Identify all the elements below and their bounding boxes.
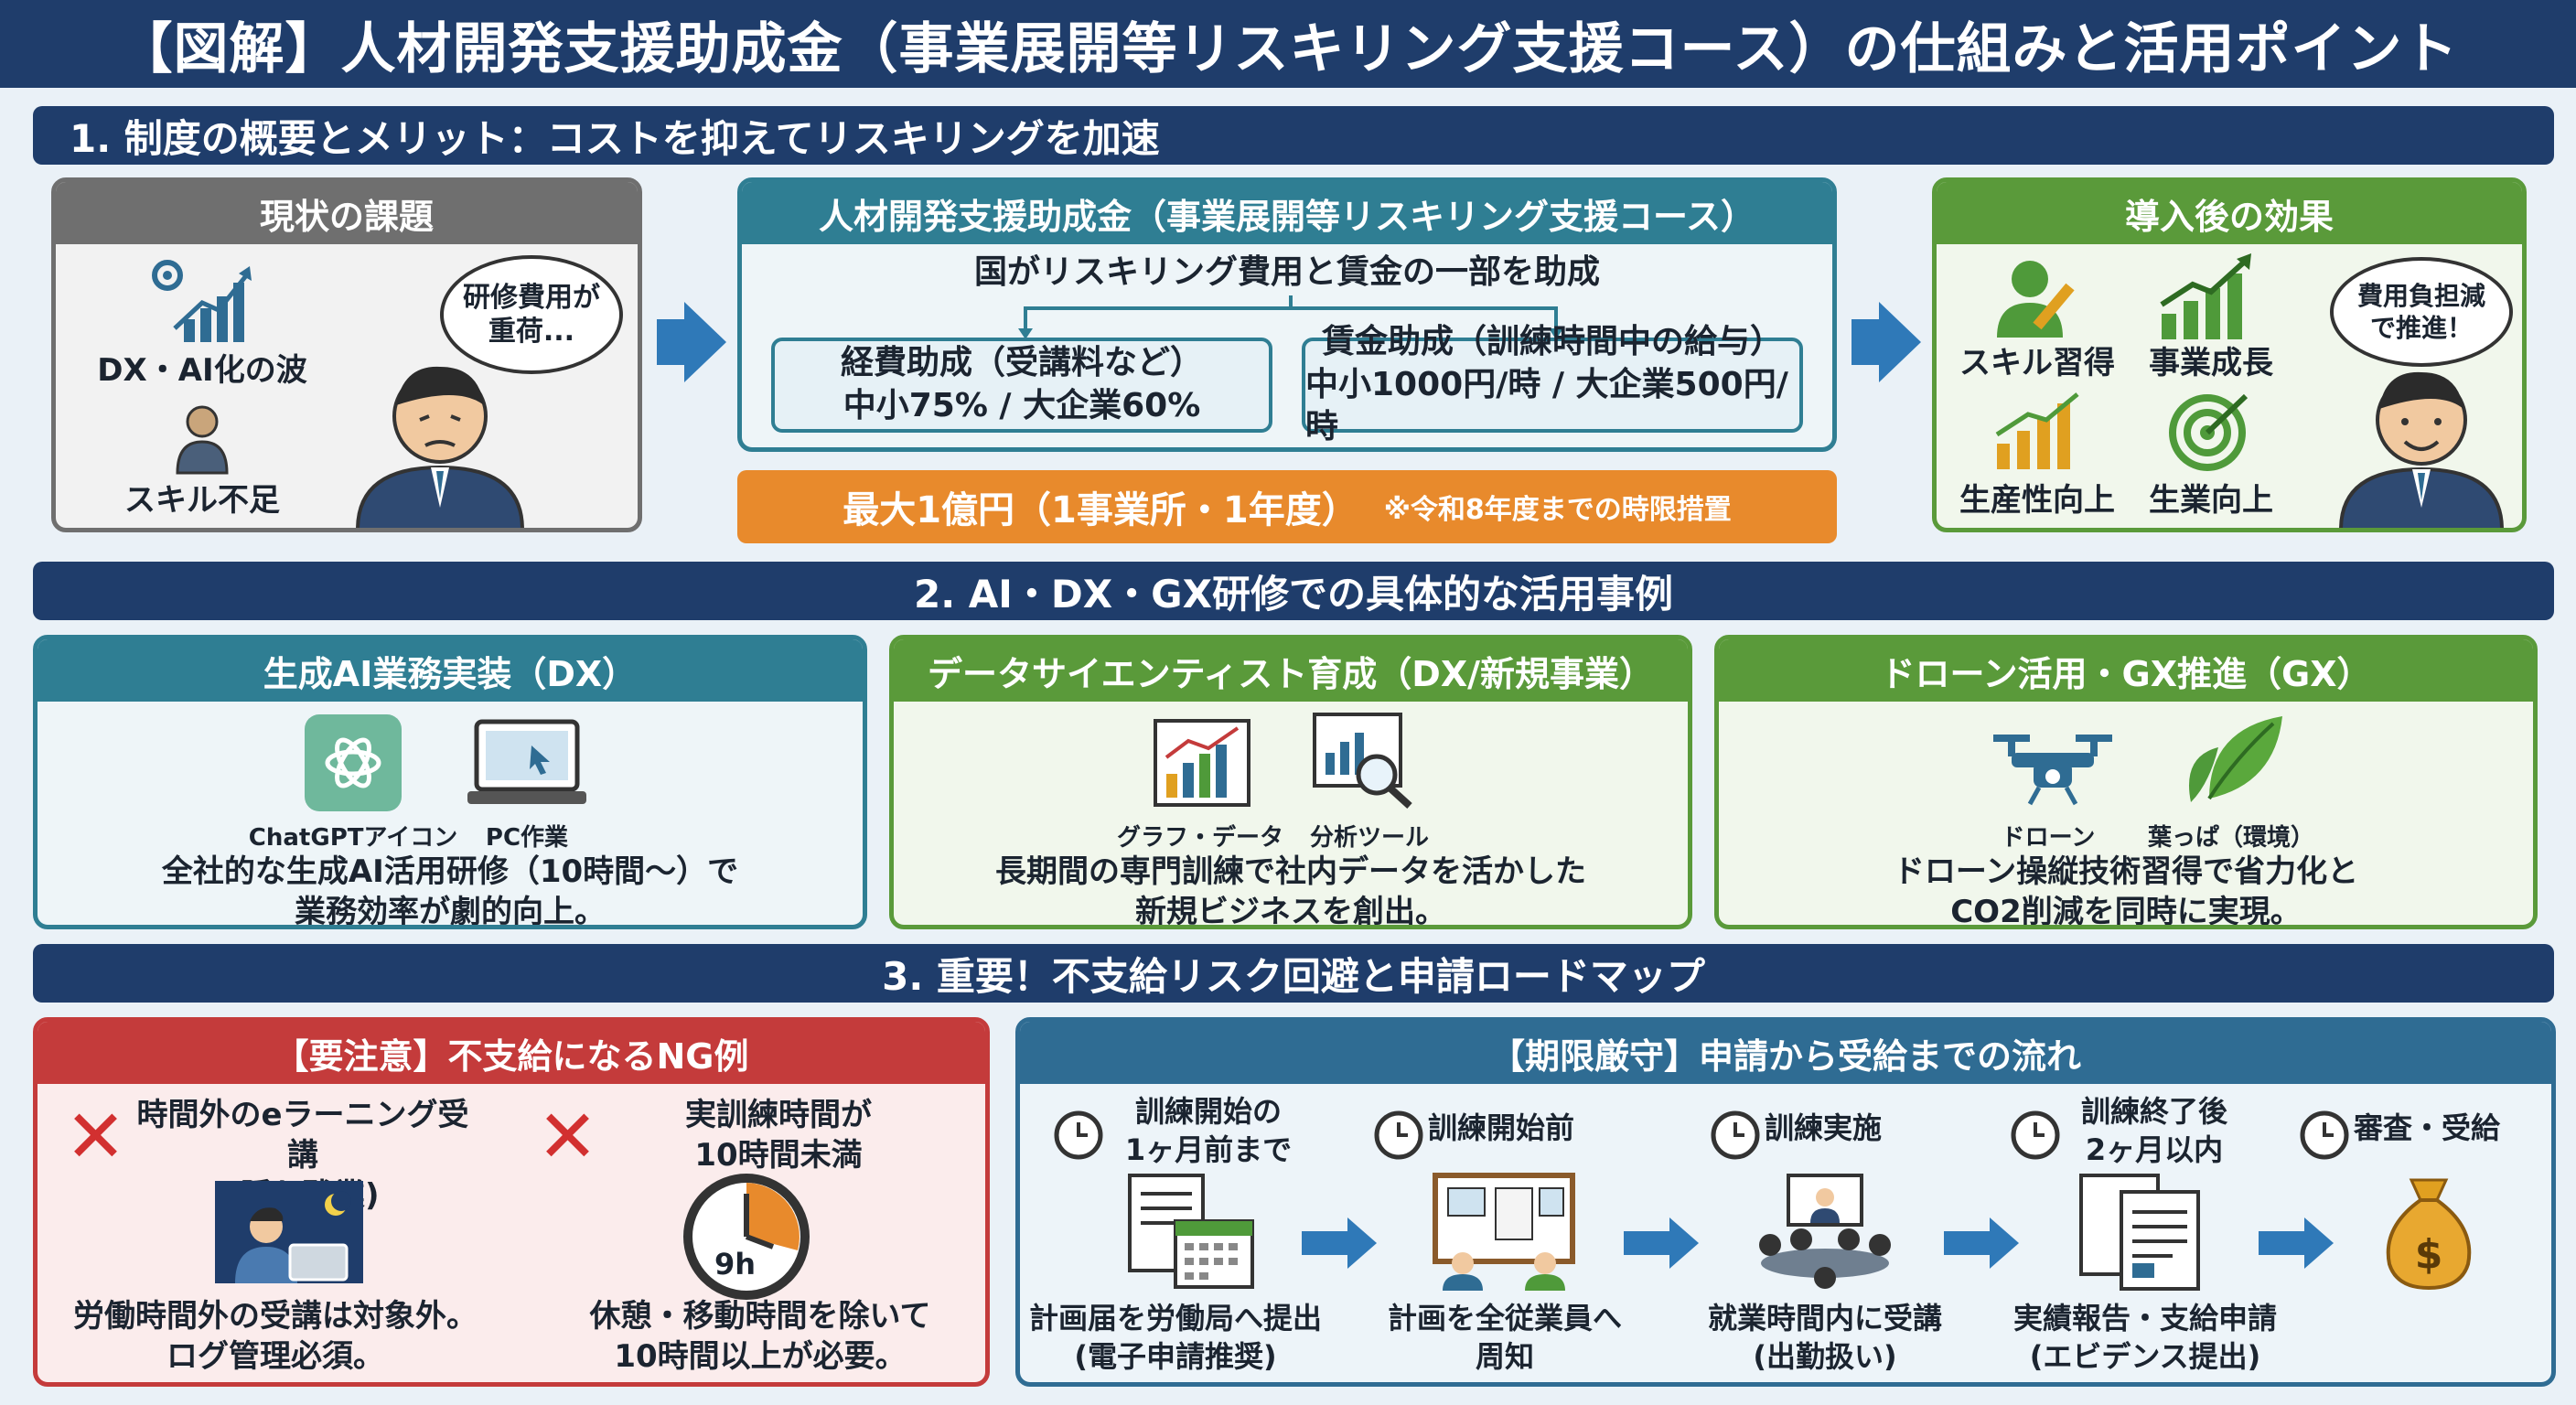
- issue-skill-label: スキル不足: [124, 482, 280, 519]
- growth-chart-icon: [2156, 253, 2257, 341]
- expense-rate: 中小75% / 大企業60%: [843, 387, 1201, 424]
- flow-arrow-2: [1852, 302, 1921, 382]
- case-drone-card: ドローン活用・GX推進（GX） ドローン 葉っぱ（環境） ドローン操縦技術習得で…: [1714, 635, 2538, 929]
- flow-header: 【期限厳守】申請から受給までの流れ: [1020, 1022, 2551, 1084]
- flow-arrow-1: [657, 302, 726, 382]
- case-datasci-desc: 長期間の専門訓練で社内データを活かした 新規ビジネスを創出。: [995, 853, 1586, 929]
- expense-title: 経費助成（受講料など）: [840, 344, 1203, 382]
- leaf-label: 葉っぱ（環境）: [2147, 824, 2314, 852]
- ng1-desc: 労働時間外の受講は対象外。 ログ管理必須。: [73, 1298, 478, 1376]
- subsidy-summary: 国がリスキリング費用と賃金の一部を助成: [973, 253, 1600, 291]
- skill-person-icon: [1991, 253, 2083, 341]
- night-study-icon: [211, 1177, 367, 1287]
- wage-title: 賃金助成（訓練時間中の給与）: [1321, 322, 1783, 360]
- chatgpt-icon: [305, 714, 402, 811]
- step4-report-icon: [2072, 1172, 2209, 1291]
- step4-desc: 実績報告・支給申請 (エビデンス提出): [2012, 1301, 2277, 1374]
- step1-desc: 計画届を労働局へ提出 (電子申請推奨): [1028, 1301, 1322, 1374]
- max-amount-label: 最大1億円（1事業所・1年度）: [843, 489, 1358, 531]
- step2-clock-icon: [1373, 1110, 1424, 1161]
- case-datasci-card: データサイエンティスト育成（DX/新規事業） グラフ・データ 分析ツール 長期間…: [889, 635, 1692, 929]
- relief-bubble: 費用負担減 で推進！: [2330, 257, 2513, 367]
- section1-heading: 1. 制度の概要とメリット：コストを抑えてリスキリングを加速: [33, 106, 2554, 165]
- analysis-tool-label: 分析ツール: [1309, 824, 1429, 852]
- drone-label: ドローン: [2001, 824, 2096, 852]
- pc-icon: [467, 718, 586, 810]
- subsidy-header: 人材開発支援助成金（事業展開等リスキリング支援コース）: [742, 182, 1832, 244]
- step-arrow-4: [2259, 1217, 2334, 1269]
- step3-training-icon: [1743, 1172, 1907, 1291]
- section3-heading: 3. 重要！不支給リスク回避と申請ロードマップ: [33, 944, 2554, 1003]
- drone-icon: [1984, 716, 2121, 808]
- step2-time: 訓練開始前: [1428, 1110, 1575, 1145]
- issue-dx-ai-label: DX・AI化の波: [97, 352, 307, 389]
- wage-rate: 中小1000円/時 / 大企業500円/時: [1305, 365, 1788, 446]
- case-genai-card: 生成AI業務実装（DX） ChatGPTアイコン PC作業 全社的な生成AI活用…: [33, 635, 867, 929]
- wage-subsidy-box: 賃金助成（訓練時間中の給与） 中小1000円/時 / 大企業500円/時: [1302, 323, 1803, 445]
- chatgpt-icon-label: ChatGPTアイコン: [248, 824, 458, 852]
- effect-skill-label: スキル習得: [1959, 345, 2115, 381]
- analysis-tool-icon: [1311, 711, 1417, 811]
- money-bag-icon: $: [2374, 1168, 2484, 1296]
- step1-document-calendar-icon: [1111, 1172, 1258, 1291]
- clock-9h-icon: 9h: [678, 1168, 815, 1305]
- max-amount-banner: 最大1億円（1事業所・1年度） ※令和8年度までの時限措置: [737, 470, 1837, 543]
- application-flow-card: 【期限厳守】申請から受給までの流れ 訓練開始の 1ヶ月前まで 計画届を労働局へ提…: [1015, 1017, 2556, 1387]
- current-issues-card: 現状の課題 DX・AI化の波 スキル不足 研修費用が 重荷...: [51, 177, 642, 532]
- case-drone-header: ドローン活用・GX推進（GX）: [1719, 639, 2533, 702]
- effect-business-label: 生業向上: [2149, 482, 2273, 519]
- case-genai-header: 生成AI業務実装（DX）: [38, 639, 863, 702]
- ng-examples-card: 【要注意】不支給になるNG例 ✕ 時間外のeラーニング受講 (隠れ残業) 労働時…: [33, 1017, 990, 1387]
- step-arrow-2: [1624, 1217, 1699, 1269]
- gear-chart-icon: [147, 255, 257, 347]
- step4-clock-icon: [2010, 1110, 2061, 1161]
- step3-time: 訓練実施: [1765, 1110, 1883, 1145]
- worry-bubble: 研修費用が 重荷...: [440, 255, 623, 374]
- ng1-x-icon: ✕: [65, 1094, 127, 1179]
- effects-header: 導入後の効果: [1937, 182, 2522, 244]
- worried-businessman-icon: [349, 352, 531, 528]
- page-title: 【図解】人材開発支援助成金（事業展開等リスキリング支援コース）の仕組みと活用ポイ…: [0, 0, 2576, 88]
- graph-data-icon: [1152, 713, 1252, 813]
- ng2-title: 実訓練時間が 10時間未満: [685, 1097, 872, 1174]
- case-datasci-header: データサイエンティスト育成（DX/新規事業）: [894, 639, 1688, 702]
- step1-clock-icon: [1053, 1110, 1104, 1161]
- step2-meeting-board-icon: [1426, 1172, 1582, 1291]
- branch-connector: [1018, 295, 1563, 339]
- target-icon: [2165, 389, 2257, 471]
- ng-header: 【要注意】不支給になるNG例: [38, 1022, 985, 1084]
- step2-desc: 計画を全従業員へ 周知: [1387, 1301, 1622, 1374]
- current-issues-header: 現状の課題: [56, 182, 638, 244]
- ng2-desc: 休憩・移動時間を除いて 10時間以上が必要。: [589, 1298, 931, 1376]
- subsidy-card: 人材開発支援助成金（事業展開等リスキリング支援コース） 国がリスキリング費用と賃…: [737, 177, 1837, 452]
- max-amount-note: ※令和8年度までの時限措置: [1383, 494, 1732, 526]
- leaf-icon: [2173, 711, 2292, 811]
- step5-time: 審査・受給: [2354, 1110, 2501, 1145]
- pc-icon-label: PC作業: [485, 824, 569, 852]
- clock-9h-label: 9h: [714, 1247, 757, 1282]
- expense-subsidy-box: 経費助成（受講料など） 中小75% / 大企業60%: [771, 338, 1272, 433]
- case-genai-desc: 全社的な生成AI活用研修（10時間〜）で 業務効率が劇的向上。: [161, 853, 739, 929]
- step4-time: 訓練終了後 2ヶ月以内: [2080, 1094, 2227, 1167]
- step-arrow-3: [1944, 1217, 2019, 1269]
- person-icon: [166, 402, 239, 475]
- effect-growth-label: 事業成長: [2149, 345, 2273, 381]
- graph-data-label: グラフ・データ: [1116, 824, 1283, 852]
- case-drone-desc: ドローン操縦技術習得で省力化と CO2削減を同時に実現。: [1893, 853, 2359, 929]
- svg-text:$: $: [2415, 1231, 2443, 1278]
- effect-productivity-label: 生産性向上: [1959, 482, 2115, 519]
- section2-heading: 2. AI・DX・GX研修での具体的な活用事例: [33, 562, 2554, 620]
- step-arrow-1: [1302, 1217, 1377, 1269]
- ng2-x-icon: ✕: [537, 1094, 599, 1179]
- smiling-businessman-icon: [2330, 356, 2513, 528]
- step1-time: 訓練開始の 1ヶ月前まで: [1124, 1094, 1293, 1167]
- effects-card: 導入後の効果 スキル習得 事業成長 生産性向上 生業向上 費用負担減 で推進！: [1932, 177, 2527, 532]
- productivity-chart-icon: [1991, 389, 2083, 471]
- step3-clock-icon: [1710, 1110, 1761, 1161]
- step5-clock-icon: [2299, 1110, 2350, 1161]
- step3-desc: 就業時間内に受講 (出勤扱い): [1707, 1301, 1942, 1374]
